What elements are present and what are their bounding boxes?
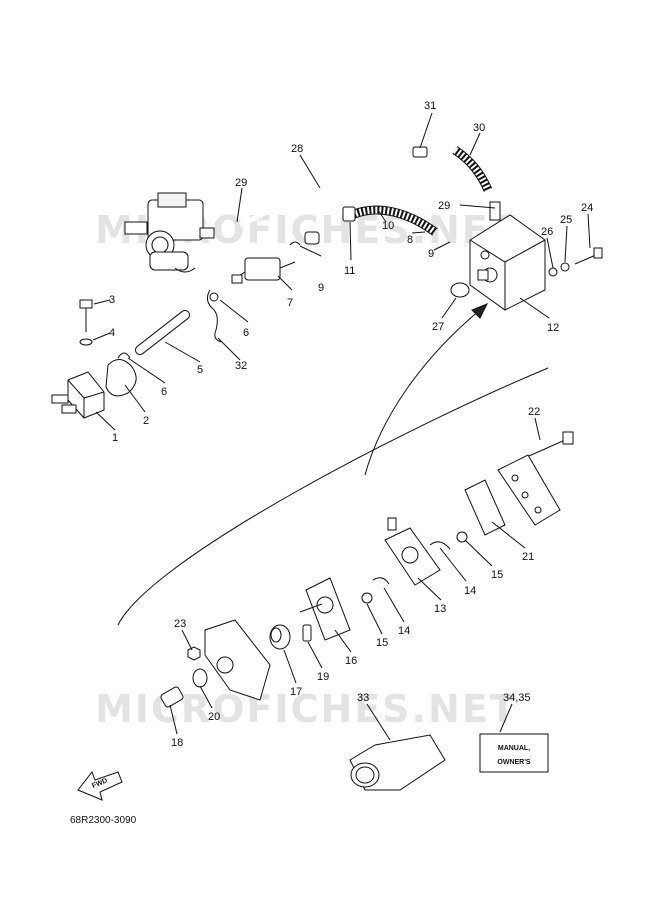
callout-34-35: 34,35 [503,692,531,704]
callout-33: 33 [357,692,369,704]
callout-24: 24 [581,202,593,214]
gasket-21 [464,479,506,536]
o-ring-27 [450,282,470,298]
callout-3: 3 [109,294,115,306]
pump-base [204,619,271,701]
callout-26: 26 [541,226,553,238]
detail-arrow [364,309,481,476]
callout-6-middle: 6 [243,327,249,339]
clip-6-middle [209,292,219,302]
spring-20 [192,668,208,688]
callout-18: 18 [171,737,183,749]
callout-30: 30 [473,122,485,134]
fuel-joint-1 [51,371,105,419]
manual-label-line2: OWNER'S [497,759,530,766]
callout-15-lower: 15 [376,637,388,649]
callout-6-left: 6 [161,386,167,398]
pump-body-13 [384,517,441,586]
callout-15-upper: 15 [491,569,503,581]
callout-21: 21 [522,551,534,563]
callout-29-right: 29 [438,200,450,212]
callout-14-upper: 14 [464,585,476,597]
callout-10: 10 [382,220,394,232]
callout-9-left: 9 [318,282,324,294]
diaphragm-16 [299,577,351,641]
fuel-pump-12-illustration [469,201,546,311]
callout-4: 4 [109,327,115,339]
screw-24 [574,247,603,265]
washer-26 [548,267,558,277]
callout-23: 23 [174,618,186,630]
callout-1: 1 [112,432,118,444]
callout-14-lower: 14 [398,625,410,637]
fuel-hose-28-inner [239,147,457,228]
fwd-arrow: FWD [77,770,123,801]
clip-9 [289,241,301,246]
exploded-view-boundary [117,367,549,626]
fuel-filter-7 [231,257,296,284]
callout-11: 11 [344,265,355,277]
valve-14-lower [372,577,390,585]
callout-13: 13 [434,603,446,615]
manual-label-line1: MANUAL, [498,745,530,752]
owners-manual-label: MANUAL, OWNER'S [479,733,549,773]
hose-8 [304,231,320,245]
hose-clip-31 [412,146,428,158]
diagram-code: 68R2300-3090 [70,815,137,826]
callout-5: 5 [197,364,203,376]
clip-32 [206,289,223,343]
bracket-2 [105,359,137,397]
callout-32: 32 [235,360,247,372]
callout-20: 20 [208,711,220,723]
washer-4 [79,338,93,346]
valve-14-upper [429,541,451,550]
callout-7: 7 [287,297,293,309]
leader-lines [92,112,591,741]
check-valve-15-lower [361,592,373,604]
boot-33 [349,734,446,791]
callout-12: 12 [547,322,559,334]
nut-23 [187,646,201,661]
plunger-18 [160,686,184,708]
callout-31: 31 [424,100,436,112]
pump-cover [497,454,561,526]
callout-8: 8 [407,234,413,246]
callout-29-left: 29 [235,177,247,189]
hose-clip-11 [342,206,356,222]
check-valve-15-upper [456,531,468,543]
pin-19 [302,624,312,642]
callout-27: 27 [432,321,444,333]
watermark-bottom: MICROFICHES.NET [95,687,518,731]
callout-28: 28 [291,143,303,155]
spring-17 [269,624,291,650]
callout-2: 2 [143,415,149,427]
callout-9-right: 9 [428,248,434,260]
callout-22: 22 [528,406,540,418]
callout-16: 16 [345,655,357,667]
callout-19: 19 [317,671,329,683]
callout-25: 25 [560,214,572,226]
washer-25 [560,262,570,272]
carburetor-illustration [124,192,215,273]
clip-6-left [117,352,131,359]
bolt-3 [79,299,93,332]
callout-17: 17 [290,686,302,698]
